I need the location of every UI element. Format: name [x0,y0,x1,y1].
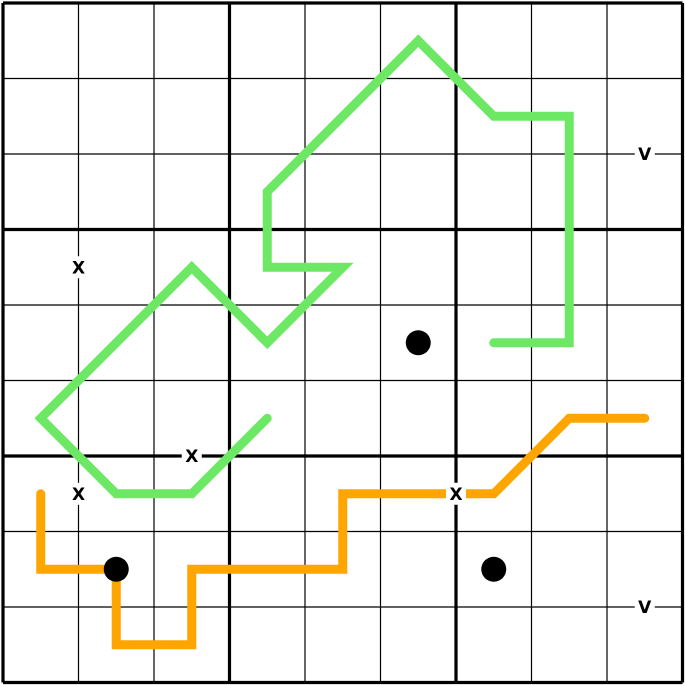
v-mark-lower-right: V [634,596,655,618]
mark-label: X [72,485,85,505]
mark-label: V [638,598,652,618]
x-mark-center-left: X [181,445,202,467]
black-dot-center [405,330,431,356]
mark-label: X [72,258,85,278]
mark-background [634,143,655,165]
green-line-top [34,34,574,499]
constraint-marks: X X X X V V [68,143,655,618]
mark-background [634,596,655,618]
x-mark-left-lower: X [68,482,89,505]
mark-background [181,445,202,467]
mark-background [68,482,89,505]
x-mark-bottom-center: X [446,482,466,505]
puzzle-lines [34,34,650,650]
mark-label: X [185,447,198,467]
mark-background [68,256,89,279]
v-mark-upper-right: V [634,143,655,165]
black-dot-bottom-right [481,556,507,582]
black-dot-bottom-left [103,556,129,582]
mark-background [446,482,466,505]
mark-label: X [449,485,462,505]
orange-line-bottom [36,413,650,650]
dots [103,330,507,582]
mark-label: V [638,145,652,165]
x-mark-left-upper: X [68,256,89,279]
